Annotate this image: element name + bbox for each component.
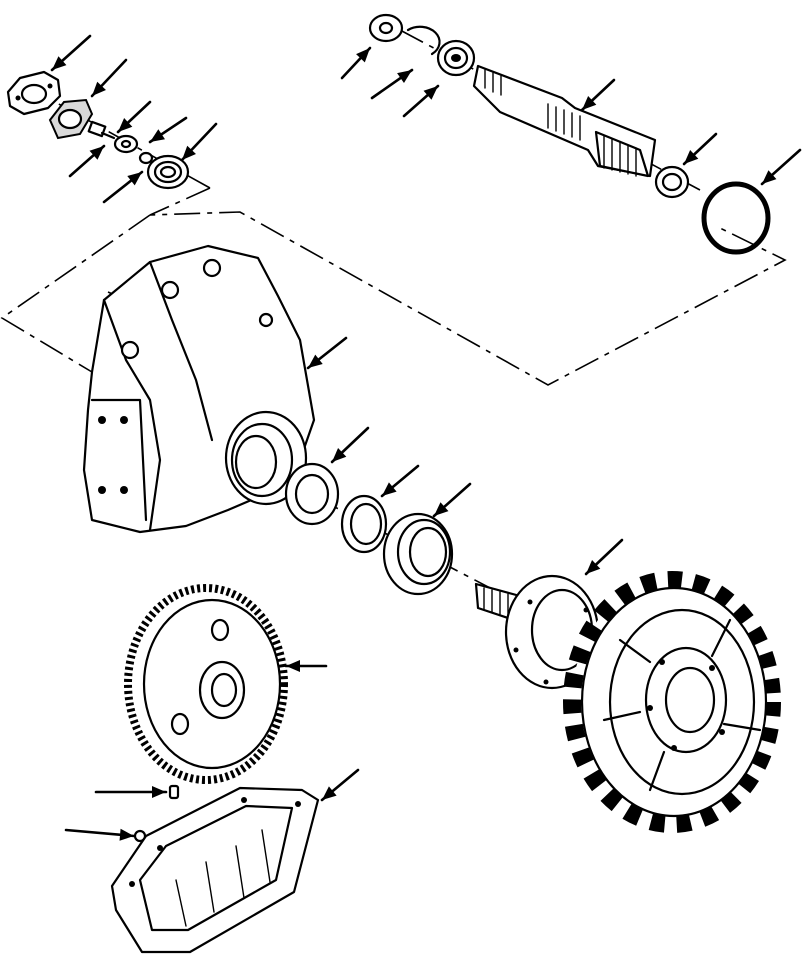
washer-large (113, 134, 139, 154)
arrow-icon (182, 145, 196, 160)
cover-plate (6, 70, 62, 116)
o-ring (701, 181, 771, 255)
arrow-icon (127, 172, 142, 186)
arrow-icon (684, 150, 699, 164)
arrow-icon (762, 170, 777, 184)
arrow-icon (582, 96, 597, 110)
arrow-icon (92, 81, 106, 96)
arrow-icon (119, 828, 134, 841)
callout-hub-bearing (306, 336, 348, 370)
callout-bearing-cup (330, 426, 370, 464)
callout-washer-large (148, 116, 188, 144)
bolt (87, 120, 116, 140)
arrow-icon (52, 56, 67, 70)
thrust-washer (368, 13, 404, 43)
arrow-icon (118, 118, 133, 132)
washer-small (138, 151, 154, 165)
callout-pinion-bearing-top (370, 68, 414, 100)
arrow-icon (150, 129, 165, 142)
dowel-pin (168, 784, 180, 800)
callout-arrows (50, 34, 802, 841)
callout-final-drive-housing (760, 148, 802, 186)
callout-bull-gear (584, 538, 624, 576)
arrow-icon (308, 354, 323, 368)
bull-gear (124, 584, 288, 784)
callout-cover-pan (94, 786, 168, 798)
hub-bearing (284, 462, 340, 526)
sprocket (563, 571, 781, 833)
callout-sprocket (320, 768, 360, 802)
cover-pan (110, 786, 320, 954)
arrow-icon (434, 502, 449, 516)
callout-cover-plate (50, 34, 92, 72)
callout-dowel-pin (284, 660, 328, 672)
callout-o-ring (682, 132, 718, 166)
callout-hub-flange (432, 482, 472, 518)
callout-seal (380, 464, 420, 498)
callout-pinion-shaft (402, 84, 440, 118)
callout-snap-ring (340, 46, 372, 80)
callout-pinion-bearing-bottom (580, 78, 616, 112)
gasket (48, 98, 94, 140)
seal (382, 512, 454, 596)
arrow-icon (322, 786, 337, 800)
callout-gasket (90, 58, 128, 98)
callout-thrust-washer (180, 122, 218, 162)
arrow-icon (286, 660, 300, 672)
pinion-shaft (472, 64, 657, 178)
callout-plug (64, 828, 136, 841)
callout-bolt (116, 100, 152, 134)
pinion-bearing-bottom (654, 165, 690, 199)
snap-ring (406, 25, 441, 56)
arrow-icon (356, 48, 370, 63)
pinion-bearing-top (436, 39, 476, 77)
arrow-icon (89, 146, 104, 160)
outer-bearing-left (146, 154, 190, 190)
callout-outer-bearing-left (102, 170, 144, 204)
bearing-cup (340, 494, 388, 554)
callout-washer-small (68, 144, 106, 178)
arrow-icon (397, 70, 412, 83)
arrow-icon (382, 482, 397, 496)
arrow-icon (586, 560, 601, 574)
arrow-icon (423, 86, 438, 100)
arrow-icon (332, 448, 347, 462)
final-drive-housing (82, 244, 316, 534)
arrow-icon (152, 786, 166, 798)
